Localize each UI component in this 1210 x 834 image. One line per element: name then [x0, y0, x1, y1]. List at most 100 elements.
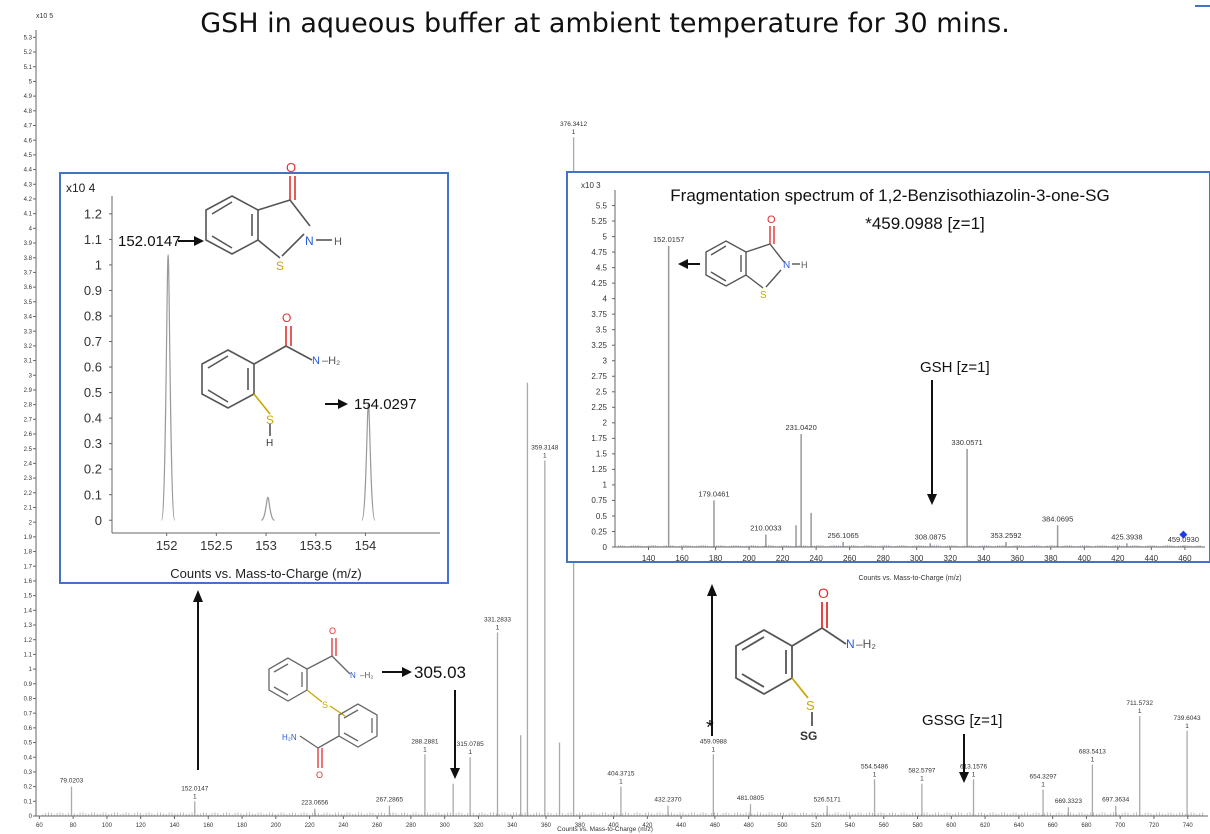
- main-x-tick-label: 240: [338, 823, 349, 829]
- main-y-tick-label: 5.2: [24, 50, 33, 56]
- main-peak-label: 459.0988: [700, 738, 727, 745]
- main-peak-label: 654.3297: [1029, 774, 1056, 781]
- inset-fragmentation-y-tick-label: 1: [603, 481, 608, 490]
- hydrogen-atom-label: H: [334, 236, 342, 248]
- main-peak-label: 669.3323: [1055, 798, 1082, 805]
- main-peak-charge-label: 1: [543, 452, 547, 459]
- main-y-multiplier: x10 5: [36, 13, 53, 20]
- main-y-tick-label: 0.4: [24, 755, 33, 761]
- inset-isotope-label-154: 154.0297: [354, 396, 417, 413]
- inset-isotope-peak: [160, 254, 176, 521]
- inset-isotope-peak: [260, 496, 275, 521]
- oxygen-atom-label: O: [286, 160, 296, 175]
- main-x-tick-label: 260: [372, 823, 383, 829]
- inset-fragmentation-x-tick-label: 320: [944, 554, 958, 563]
- main-x-tick-label: 660: [1048, 823, 1059, 829]
- inset-fragmentation-border: [566, 171, 1210, 563]
- inset-fragmentation-x-tick-label: 140: [642, 554, 656, 563]
- main-x-tick-label: 600: [946, 823, 957, 829]
- main-y-tick-label: 3: [29, 373, 33, 379]
- amine-h2-label: –H₂: [360, 671, 373, 680]
- main-peak-charge-label: 1: [468, 749, 472, 756]
- main-peak-label: 554.5486: [861, 763, 888, 770]
- main-peak-label: 376.3412: [560, 121, 587, 128]
- inset-isotope-y-tick-label: 0: [95, 513, 102, 528]
- inset-fragmentation-peak-label: 179.0461: [698, 489, 729, 498]
- main-x-tick-label: 200: [271, 823, 282, 829]
- inset-fragmentation-y-tick-label: 0: [603, 543, 608, 552]
- main-peak-label: 315.0785: [457, 741, 484, 748]
- inset-fragmentation-x-tick-label: 380: [1044, 554, 1058, 563]
- main-x-tick-label: 740: [1183, 823, 1194, 829]
- inset-isotope-x-tick-label: 152: [156, 538, 178, 553]
- main-y-tick-label: 3.8: [24, 256, 33, 262]
- main-y-tick-label: 3.3: [24, 329, 33, 335]
- main-peak-label: 331.2833: [484, 616, 511, 623]
- main-peak-label: 223.0656: [301, 800, 328, 807]
- main-y-tick-label: 0.1: [24, 799, 33, 805]
- inset-fragmentation-x-tick-label: 420: [1111, 554, 1125, 563]
- inset-fragmentation-y-multiplier: x10 3: [581, 181, 601, 190]
- main-peak-label: 739.6043: [1174, 715, 1201, 722]
- main-y-tick-label: 1.3: [24, 623, 33, 629]
- sulfur-atom-label: S: [276, 259, 284, 273]
- main-x-tick-label: 220: [305, 823, 316, 829]
- arrow-right-icon: [194, 236, 204, 246]
- arrow-down-icon: [450, 768, 460, 779]
- main-peak-charge-label: 1: [572, 129, 576, 136]
- inset-fragmentation-title: Fragmentation spectrum of 1,2-Benzisothi…: [670, 186, 1109, 205]
- inset-fragmentation-x-tick-label: 160: [675, 554, 689, 563]
- sulfur-atom-label: S: [806, 698, 815, 713]
- main-peak-charge-label: 1: [1185, 723, 1189, 730]
- amine-h2-label: –H₂: [322, 355, 340, 367]
- main-peak-charge-label: 1: [972, 771, 976, 778]
- oxygen-atom-label: O: [329, 626, 336, 636]
- inset-fragmentation-x-tick-label: 360: [1011, 554, 1025, 563]
- main-y-tick-label: 1.7: [24, 564, 33, 570]
- inset-isotope-x-tick-label: 154: [355, 538, 377, 553]
- main-y-tick-label: 3.5: [24, 300, 33, 306]
- inset-fragmentation-y-tick-label: 5.25: [591, 217, 607, 226]
- inset-fragmentation-y-tick-label: 3.5: [596, 325, 608, 334]
- main-y-tick-label: 2.7: [24, 417, 33, 423]
- precursor-diamond-icon: [1179, 530, 1188, 539]
- main-peak-label: 432.2370: [654, 797, 681, 804]
- inset-isotope-x-tick-label: 153: [255, 538, 277, 553]
- main-peak-label: 152.0147: [181, 785, 208, 792]
- inset-fragmentation-y-tick-label: 4: [603, 294, 608, 303]
- inset-fragmentation-y-tick-label: 3.75: [591, 310, 607, 319]
- inset-isotope-x-tick-label: 152.5: [200, 538, 233, 553]
- main-x-tick-label: 420: [642, 823, 653, 829]
- main-y-tick-label: 0.5: [24, 741, 33, 747]
- main-y-tick-label: 1.9: [24, 535, 33, 541]
- inset-isotope-y-tick-label: 0.7: [84, 334, 102, 349]
- main-x-tick-label: 680: [1081, 823, 1092, 829]
- main-y-tick-label: 4.1: [24, 212, 33, 218]
- inset-fragmentation-peak-label: 256.1065: [827, 531, 858, 540]
- inset-fragmentation-y-tick-label: 3: [603, 357, 608, 366]
- nitrogen-atom-label: N: [846, 637, 855, 651]
- main-y-tick-label: 2.3: [24, 476, 33, 482]
- main-peak-charge-label: 1: [423, 746, 427, 753]
- inset-isotope-y-tick-label: 0.9: [84, 283, 102, 298]
- main-y-tick-label: 2.1: [24, 506, 33, 512]
- inset-fragmentation-peak-label: 459.0930: [1168, 535, 1199, 544]
- oxygen-atom-label: O: [818, 585, 829, 601]
- inset-isotope-y-tick-label: 0.1: [84, 487, 102, 502]
- page-title: GSH in aqueous buffer at ambient tempera…: [200, 8, 1010, 39]
- main-y-tick-label: 1.6: [24, 579, 33, 585]
- inset-fragmentation-x-tick-label: 220: [776, 554, 790, 563]
- main-y-tick-label: 3.1: [24, 359, 33, 365]
- main-x-tick-label: 700: [1115, 823, 1126, 829]
- main-peak-charge-label: 1: [1091, 757, 1095, 764]
- star-annotation: *: [706, 717, 714, 739]
- sulfur-atom-label: S: [266, 413, 274, 427]
- main-y-tick-label: 2.9: [24, 388, 33, 394]
- inset-fragmentation-x-tick-label: 260: [843, 554, 857, 563]
- main-y-tick-label: 1.2: [24, 638, 33, 644]
- arrow-down-icon: [927, 494, 937, 505]
- oxygen-atom-label: O: [767, 214, 776, 226]
- inset-isotope-y-tick-label: 1.1: [84, 232, 102, 247]
- main-x-tick-label: 620: [980, 823, 991, 829]
- arrow-left-icon: [678, 259, 688, 269]
